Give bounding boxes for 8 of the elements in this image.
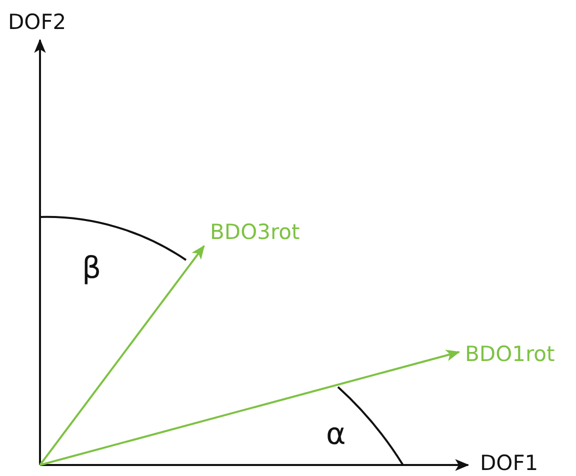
axis-label: DOF1 [480,450,538,476]
vector-label: BDO1rot [459,340,555,368]
vector-arrow [39,245,205,466]
angle-label: β [82,252,102,286]
axis-label: DOF2 [8,9,66,35]
vector-label: BDO3rot [204,218,300,246]
angle-label: α [326,418,346,452]
vector-arrow [40,350,460,466]
